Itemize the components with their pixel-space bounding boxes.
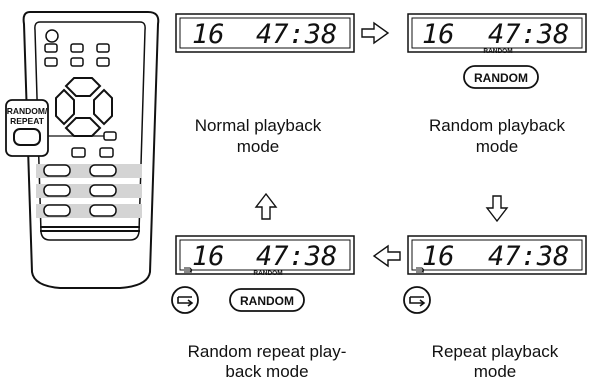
panel-normal: 16 47:38 Normal playback mode	[175, 13, 355, 156]
panel-random: 16 47:38 RANDOM RANDOM Random playback m…	[407, 13, 587, 156]
caption-line1: Repeat playback	[432, 342, 559, 361]
random-indicator: RANDOM	[483, 48, 512, 55]
caption-line1: Normal playback	[195, 116, 322, 135]
display-frame	[175, 13, 355, 53]
track-number: 16	[192, 19, 225, 50]
callout-label-line2: REPEAT	[10, 116, 45, 126]
caption-line1: Random repeat play-	[188, 342, 347, 361]
remote-button[interactable]	[44, 43, 58, 53]
remote-button[interactable]	[44, 57, 58, 67]
repeat-button[interactable]	[403, 286, 431, 314]
repeat-indicator-icon	[184, 267, 193, 273]
track-number: 16	[422, 19, 455, 50]
remote-button[interactable]	[89, 204, 117, 217]
remote-button[interactable]	[43, 184, 71, 197]
repeat-button[interactable]	[171, 286, 199, 314]
time-display: 47:38	[256, 241, 337, 272]
remote-button-grid	[44, 43, 110, 67]
random-indicator: RANDOM	[253, 270, 282, 277]
display-inner	[411, 17, 583, 49]
random-repeat-callout: RANDOM/ REPEAT	[5, 99, 104, 157]
power-button[interactable]	[45, 29, 59, 43]
random-button-label: RANDOM	[240, 294, 294, 308]
remote-button[interactable]	[99, 147, 114, 158]
track-number: 16	[192, 241, 225, 272]
remote-button[interactable]	[89, 164, 117, 177]
callout-random-repeat-button[interactable]	[13, 128, 41, 146]
remote-shaded-buttons	[36, 164, 142, 218]
caption-line2: back mode	[225, 362, 308, 381]
remote-button[interactable]	[43, 204, 71, 217]
remote-random-repeat-button[interactable]	[103, 131, 117, 141]
caption-line2: mode	[474, 362, 517, 381]
remote-button[interactable]	[96, 43, 110, 53]
arrow-left-icon	[372, 244, 401, 268]
remote-button[interactable]	[89, 184, 117, 197]
remote-button[interactable]	[43, 164, 71, 177]
random-button[interactable]	[463, 65, 539, 89]
arrow-right-icon	[361, 21, 390, 45]
display-inner	[179, 17, 351, 49]
panel-random-repeat: 16 47:38 RANDOM RANDOM Random repeat pla…	[171, 235, 355, 381]
remote-button[interactable]	[96, 57, 110, 67]
time-display: 47:38	[488, 19, 569, 50]
remote-dpad[interactable]	[55, 77, 113, 137]
display-frame	[407, 235, 587, 275]
remote-control: RANDOM/ REPEAT	[5, 11, 160, 289]
repeat-icon	[409, 296, 426, 307]
time-display: 47:38	[488, 241, 569, 272]
random-button-label: RANDOM	[474, 71, 528, 85]
arrow-up-icon	[254, 192, 278, 220]
track-number: 16	[422, 241, 455, 272]
caption-line1: Random playback	[429, 116, 566, 135]
display-inner	[179, 239, 351, 271]
callout-label-line1: RANDOM/	[7, 106, 48, 116]
remote-button[interactable]	[71, 147, 86, 158]
caption-line2: mode	[237, 137, 280, 156]
time-display: 47:38	[256, 19, 337, 50]
repeat-icon	[177, 296, 194, 307]
display-inner	[411, 239, 583, 271]
display-frame	[175, 235, 355, 275]
panel-repeat: 16 47:38 Repeat playback mode	[403, 235, 587, 381]
remote-button[interactable]	[70, 57, 84, 67]
repeat-indicator-icon	[416, 267, 425, 273]
display-frame	[407, 13, 587, 53]
arrow-down-icon	[485, 195, 509, 223]
caption-line2: mode	[476, 137, 519, 156]
random-button[interactable]	[229, 288, 305, 312]
remote-button[interactable]	[70, 43, 84, 53]
